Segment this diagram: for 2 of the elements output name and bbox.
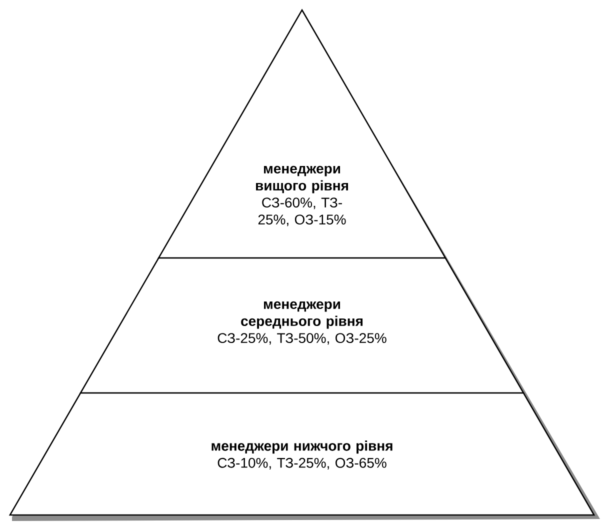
node-label: менеджери нижчого рівня <box>212 440 392 454</box>
node-label: СЗ-10%, ТЗ-25%, ОЗ-65% <box>218 458 386 470</box>
